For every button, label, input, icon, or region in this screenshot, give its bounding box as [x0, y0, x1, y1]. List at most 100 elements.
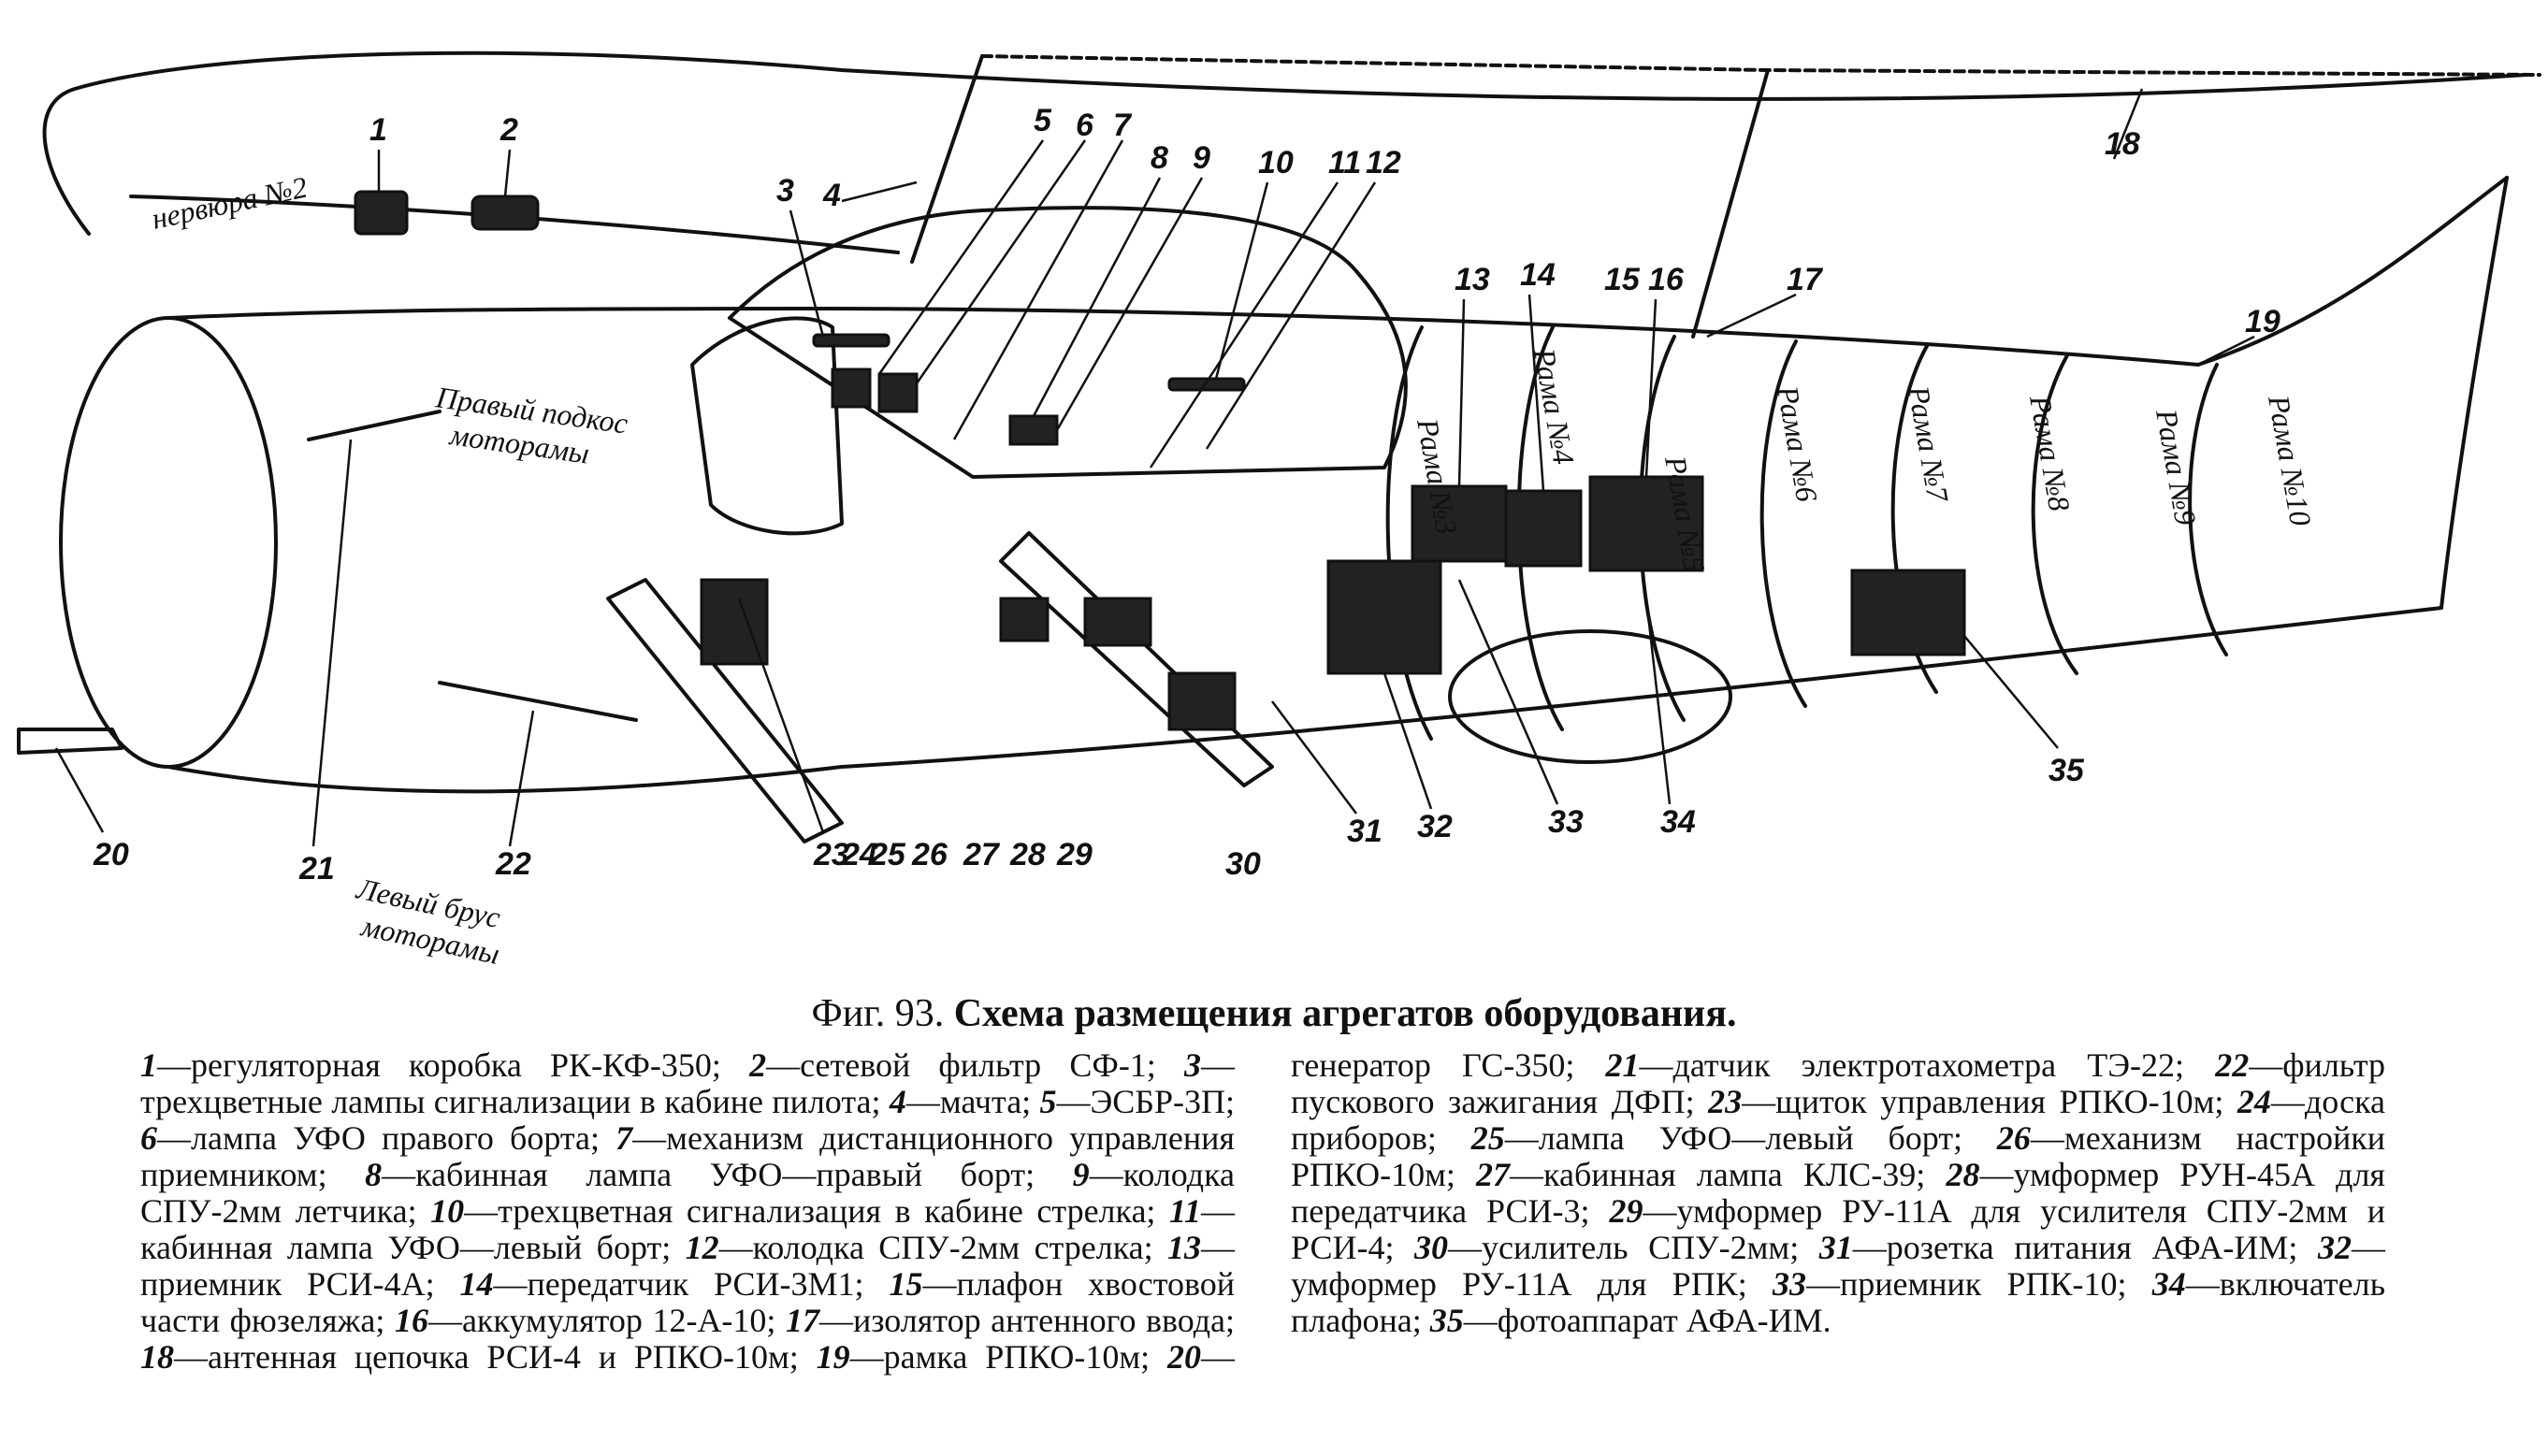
legend-number: 16 — [394, 1302, 428, 1339]
cockpit-canopy — [728, 206, 1408, 479]
callout-26: 26 — [911, 837, 948, 872]
legend-number: 31 — [1818, 1229, 1853, 1266]
legend-item: 32—умформер РУ-11А для РПК; — [1291, 1229, 2385, 1303]
legend-number: 22 — [2215, 1046, 2250, 1084]
legend-number: 10 — [430, 1192, 465, 1230]
legend-text: —умформер РУН-45А для передатчика РСИ-3; — [1291, 1156, 2385, 1230]
legend-item: 15—плафон хвостовой части фюзеляжа; — [140, 1265, 1235, 1339]
legend-number: 25 — [1470, 1119, 1505, 1157]
legend-text: —включатель плафона; — [1291, 1265, 2386, 1339]
callout-35: 35 — [2049, 753, 2085, 788]
callout-27: 27 — [963, 837, 1001, 872]
callout-28: 28 — [1009, 837, 1046, 872]
legend-number: 4 — [889, 1083, 906, 1120]
legend-number: 8 — [365, 1156, 383, 1193]
legend-item: 8—кабинная лампа УФО—правый борт; — [365, 1156, 1073, 1193]
legend-text: —трехцветные лампы сигнализации в кабине… — [140, 1046, 1235, 1120]
stripe-lamps — [1167, 377, 1246, 392]
legend-number: 20 — [1167, 1338, 1202, 1376]
legend-item: 1—регуляторная коробка РК-КФ-350; — [140, 1046, 749, 1084]
legend-number: 27 — [1476, 1156, 1511, 1193]
instrument-control-panel — [700, 578, 769, 666]
legend-number: 7 — [615, 1119, 633, 1157]
antenna-mast — [910, 54, 984, 264]
legend-item: 23—щиток управления РПКО-10м; — [1708, 1083, 2237, 1120]
legend-text: —умформер РУ-11А для усилителя СПУ-2мм и… — [1291, 1192, 2385, 1266]
legend-item: 29—умформер РУ-11А для усилителя СПУ-2мм… — [1291, 1192, 2385, 1266]
callout-32: 32 — [1417, 809, 1453, 844]
access-hatch — [1448, 629, 1732, 764]
regulator-box — [354, 190, 409, 236]
ufo-lamp — [877, 372, 919, 413]
floor-rail-2 — [999, 531, 1274, 787]
legend-text: —регуляторная коробка РК-КФ-350; — [157, 1046, 721, 1084]
battery — [1588, 475, 1704, 572]
antenna-chain — [980, 54, 2541, 77]
legend-item: 30—усилитель СПУ-2мм; — [1414, 1229, 1819, 1266]
spu-box — [1008, 414, 1059, 446]
legend-item: 2—сетевой фильтр СФ-1; — [749, 1046, 1184, 1084]
fuselage-bottom — [166, 606, 2443, 794]
legend-item: 27—кабинная лампа КЛС-39; — [1476, 1156, 1946, 1193]
transmitter-rsi — [1504, 489, 1583, 568]
legend-item: 6—лампа УФО правого борта; — [140, 1119, 615, 1157]
legend-text: —доска приборов; — [1291, 1083, 2385, 1157]
legend-text: —лампа УФО правого борта; — [157, 1119, 600, 1157]
legend-item: 16—аккумулятор 12-А-10; — [395, 1302, 786, 1339]
legend-item: 25—лампа УФО—левый борт; — [1471, 1119, 1997, 1157]
legend-item: 3—трехцветные лампы сигнализации в кабин… — [140, 1046, 1235, 1120]
legend-number: 32 — [2318, 1229, 2352, 1266]
callout-16: 16 — [1648, 262, 1685, 297]
legend-text: —сетевой фильтр СФ-1; — [766, 1046, 1156, 1084]
legend-text: —антенная цепочка РСИ-4 и РПКО-10м; — [174, 1338, 799, 1376]
wing-rib-line — [129, 195, 900, 254]
legend-text: —приемник РСИ-4А; — [140, 1229, 1235, 1303]
legend-number: 35 — [1429, 1302, 1464, 1339]
callout-10: 10 — [1258, 145, 1294, 180]
callout-7: 7 — [1113, 108, 1133, 143]
legend-item: 11—кабинная лампа УФО—левый борт; — [140, 1192, 1235, 1266]
callout-24: 24 — [841, 837, 877, 872]
legend-item: 18—антенная цепочка РСИ-4 и РПКО-10м; — [140, 1338, 817, 1376]
cockpit-lamps — [812, 333, 890, 348]
rib-label: нервюра №2 — [149, 170, 311, 236]
legend-number: 18 — [140, 1338, 174, 1376]
generator — [17, 728, 123, 755]
legend-text: —кабинная лампа УФО—правый борт; — [382, 1156, 1035, 1193]
esbr — [831, 368, 872, 409]
callout-34: 34 — [1660, 804, 1696, 840]
legend-item: 24—доска приборов; — [1291, 1083, 2385, 1157]
callout-2: 2 — [499, 112, 518, 148]
callout-31: 31 — [1347, 814, 1383, 849]
amplifier-spu — [1167, 671, 1237, 731]
legend-text: —приемник РПК-10; — [1805, 1265, 2127, 1303]
antenna-lead — [1691, 68, 1770, 339]
legend-text: —генератор ГС-350; — [1201, 1046, 1575, 1376]
callout-15: 15 — [1604, 262, 1641, 297]
legend-number: 21 — [1605, 1046, 1640, 1084]
legend-text: —щиток управления РПКО-10м; — [1742, 1083, 2224, 1120]
legend-item: 35—фотоаппарат АФА-ИМ. — [1430, 1302, 1831, 1339]
wing-outline — [42, 50, 2527, 236]
legend-text: —кабинная лампа КЛС-39; — [1510, 1156, 1926, 1193]
legend-item: 9—колодка СПУ-2мм летчика; — [140, 1156, 1235, 1230]
legend-item: 12—колодка СПУ-2мм стрелка; — [686, 1229, 1167, 1266]
legend-number: 29 — [1609, 1192, 1643, 1230]
legend-number: 6 — [140, 1119, 157, 1157]
figure-number: Фиг. 93. — [811, 992, 945, 1035]
legend-item: 5—ЭСБР-3П; — [1040, 1083, 1235, 1120]
callout-3: 3 — [776, 173, 794, 209]
frame-label-7: Рама №7 — [1902, 382, 1956, 506]
legend-item: 22—фильтр пускового зажигания ДФП; — [1291, 1046, 2385, 1120]
callout-12: 12 — [1366, 145, 1401, 180]
legend-item: 17—изолятор антенного ввода; — [786, 1302, 1235, 1339]
callout-1: 1 — [369, 112, 387, 148]
filter-box — [471, 195, 540, 231]
legend-item: 19—рамка РПКО-10м; — [817, 1338, 1167, 1376]
callout-9: 9 — [1193, 140, 1210, 176]
legend-item: 26—механизм настройки РПКО-10м; — [1291, 1119, 2385, 1193]
legend-text: —датчик электротахометра ТЭ-22; — [1639, 1046, 2185, 1084]
legend-text: —аккумулятор 12-А-10; — [427, 1302, 776, 1339]
legend-text: —механизм настройки РПКО-10м; — [1291, 1119, 2386, 1193]
legend-number: 23 — [1708, 1083, 1743, 1120]
